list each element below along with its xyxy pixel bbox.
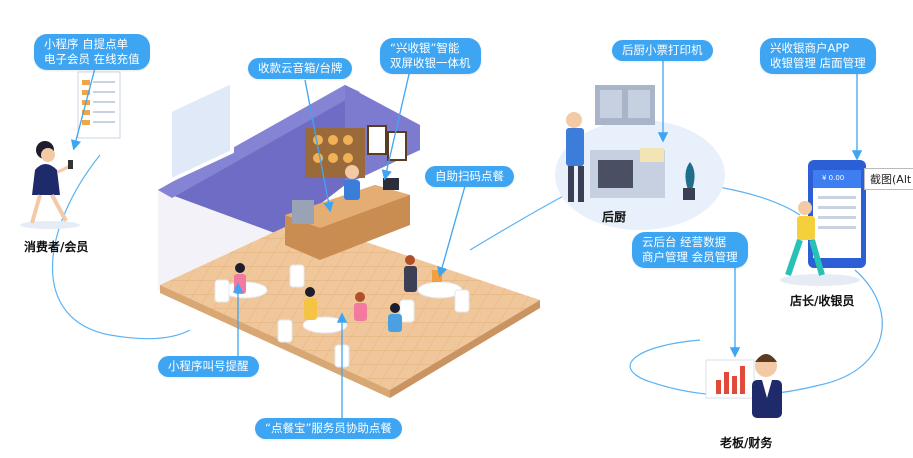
manager-illustration [780, 160, 866, 286]
bubble-call-number-line1: 小程序叫号提醒 [168, 359, 249, 373]
miniapp-screenshot [77, 71, 121, 139]
bubble-cloud-speaker: 收款云音箱/台牌 [248, 58, 353, 79]
label-consumer: 消费者/会员 [24, 240, 89, 254]
bubble-self-order: 自助扫码点餐 [425, 166, 514, 187]
bubble-cloud-backend: 云后台 经营数据 商户管理 会员管理 [632, 232, 748, 268]
bubble-call-number: 小程序叫号提醒 [158, 356, 259, 377]
bubble-pos-line1: “兴收银”智能 [390, 41, 460, 55]
bubble-miniapp: 小程序 自提点单 电子会员 在线充值 [34, 34, 150, 70]
bubble-merchant-app-line2: 收银管理 店面管理 [770, 56, 866, 70]
bubble-cloud-speaker-line1: 收款云音箱/台牌 [258, 61, 343, 75]
label-boss: 老板/财务 [720, 436, 773, 450]
bubble-miniapp-line2: 电子会员 在线充值 [44, 52, 140, 66]
bubble-miniapp-line1: 小程序 自提点单 [44, 37, 129, 51]
label-kitchen: 后厨 [602, 210, 627, 224]
screenshot-tooltip: 截图(Alt [864, 168, 913, 190]
bubble-cloud-backend-line1: 云后台 经营数据 [642, 235, 727, 249]
label-manager: 店长/收银员 [790, 294, 855, 308]
bubble-waiter-line1: “点餐宝”服务员协助点餐 [265, 421, 392, 435]
pointer-arrows [70, 59, 863, 420]
consumer-illustration [20, 141, 80, 229]
bubble-pos: “兴收银”智能 双屏收银一体机 [380, 38, 481, 74]
bubble-merchant-app-line1: 兴收银商户APP [770, 41, 850, 55]
phone-amount: ¥ 0.00 [822, 174, 845, 182]
bubble-kitchen-printer-line1: 后厨小票打印机 [622, 43, 703, 57]
bubble-cloud-backend-line2: 商户管理 会员管理 [642, 250, 738, 264]
kitchen-illustration [555, 85, 725, 230]
boss-illustration [705, 354, 782, 418]
bubble-merchant-app: 兴收银商户APP 收银管理 店面管理 [760, 38, 876, 74]
bubble-kitchen-printer: 后厨小票打印机 [612, 40, 713, 61]
restaurant-room [158, 78, 540, 398]
bubble-self-order-line1: 自助扫码点餐 [435, 169, 504, 183]
bubble-waiter: “点餐宝”服务员协助点餐 [255, 418, 402, 439]
people [234, 255, 442, 332]
bubble-pos-line2: 双屏收银一体机 [390, 56, 471, 70]
